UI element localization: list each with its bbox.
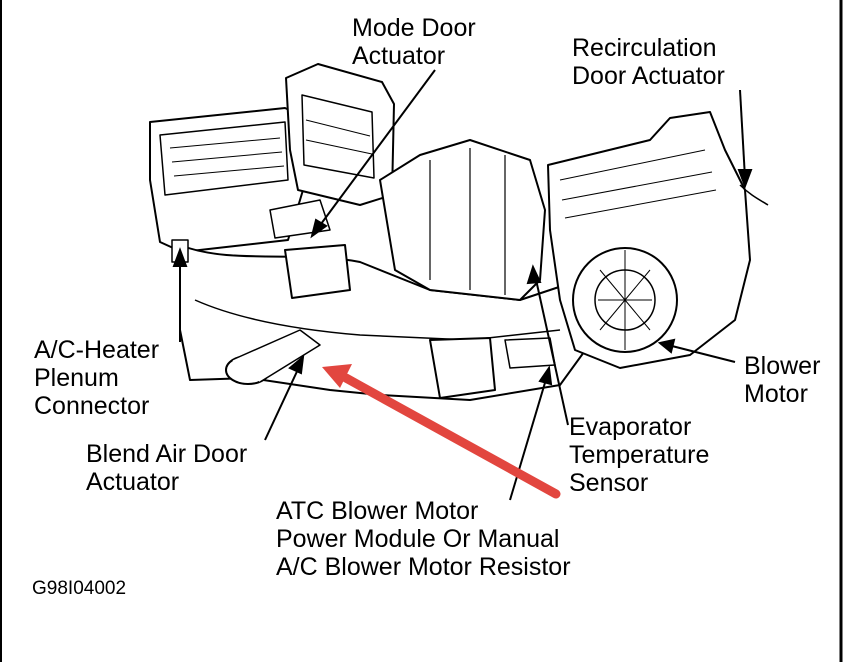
blower-motor-label: Blower Motor: [744, 352, 821, 408]
leader-lines: [172, 69, 753, 501]
plenum-connector-label: A/C-Heater Plenum Connector: [34, 336, 160, 420]
resistor-module: [429, 337, 496, 399]
hvac-assembly: [149, 63, 769, 401]
leader-mode-door: [317, 69, 436, 229]
recirculation-door-actuator-label: Recirculation Door Actuator: [572, 34, 725, 90]
blend-air-door-actuator-label: Blend Air Door Actuator: [86, 440, 248, 496]
figure-code: G98I04002: [32, 578, 127, 599]
mode-door-actuator-label: Mode Door Actuator: [352, 14, 476, 70]
evaporator-case: [379, 139, 546, 301]
leader-evaporator: [534, 274, 569, 426]
leader-atc-module: [509, 375, 548, 501]
evaporator-sensor-label: Evaporator Temperature Sensor: [569, 413, 710, 497]
blend-door-box: [284, 244, 351, 299]
leader-recirculation: [739, 89, 746, 179]
leader-blower: [667, 344, 736, 363]
highlight-arrow: [322, 364, 561, 499]
leader-blend-door: [264, 364, 301, 441]
atc-module-label: ATC Blower Motor Power Module Or Manual …: [276, 497, 571, 581]
